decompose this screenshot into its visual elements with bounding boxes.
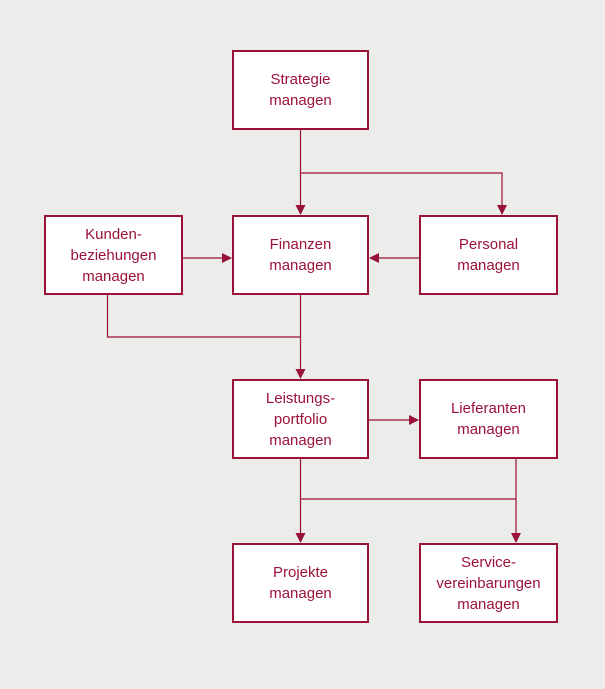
node-label: Finanzen managen (269, 236, 332, 274)
node-label: Personal managen (457, 236, 520, 274)
node-lieferanten-managen: Lieferanten managen (419, 379, 558, 459)
node-label: Kunden- beziehungen managen (70, 225, 157, 285)
node-servicevereinbarungen-managen: Service- vereinbarungen managen (419, 543, 558, 623)
node-label: Lieferanten managen (450, 400, 527, 438)
connector-kunden-leistung (106, 295, 301, 338)
node-personal-managen: Personal managen (419, 215, 558, 295)
node-leistungsportfolio-managen: Leistungs- portfolio managen (232, 379, 369, 459)
node-label: Leistungs- portfolio managen (265, 389, 336, 449)
node-strategie-managen: Strategie managen (232, 50, 369, 130)
node-finanzen-managen: Finanzen managen (232, 215, 369, 295)
node-projekte-managen: Projekte managen (232, 543, 369, 623)
node-kundenbeziehungen-managen: Kunden- beziehungen managen (44, 215, 183, 295)
node-label: Projekte managen (269, 564, 332, 602)
connector-strategie-personal (300, 172, 507, 215)
node-label: Service- vereinbarungen managen (436, 553, 541, 613)
node-label: Strategie managen (269, 71, 332, 109)
